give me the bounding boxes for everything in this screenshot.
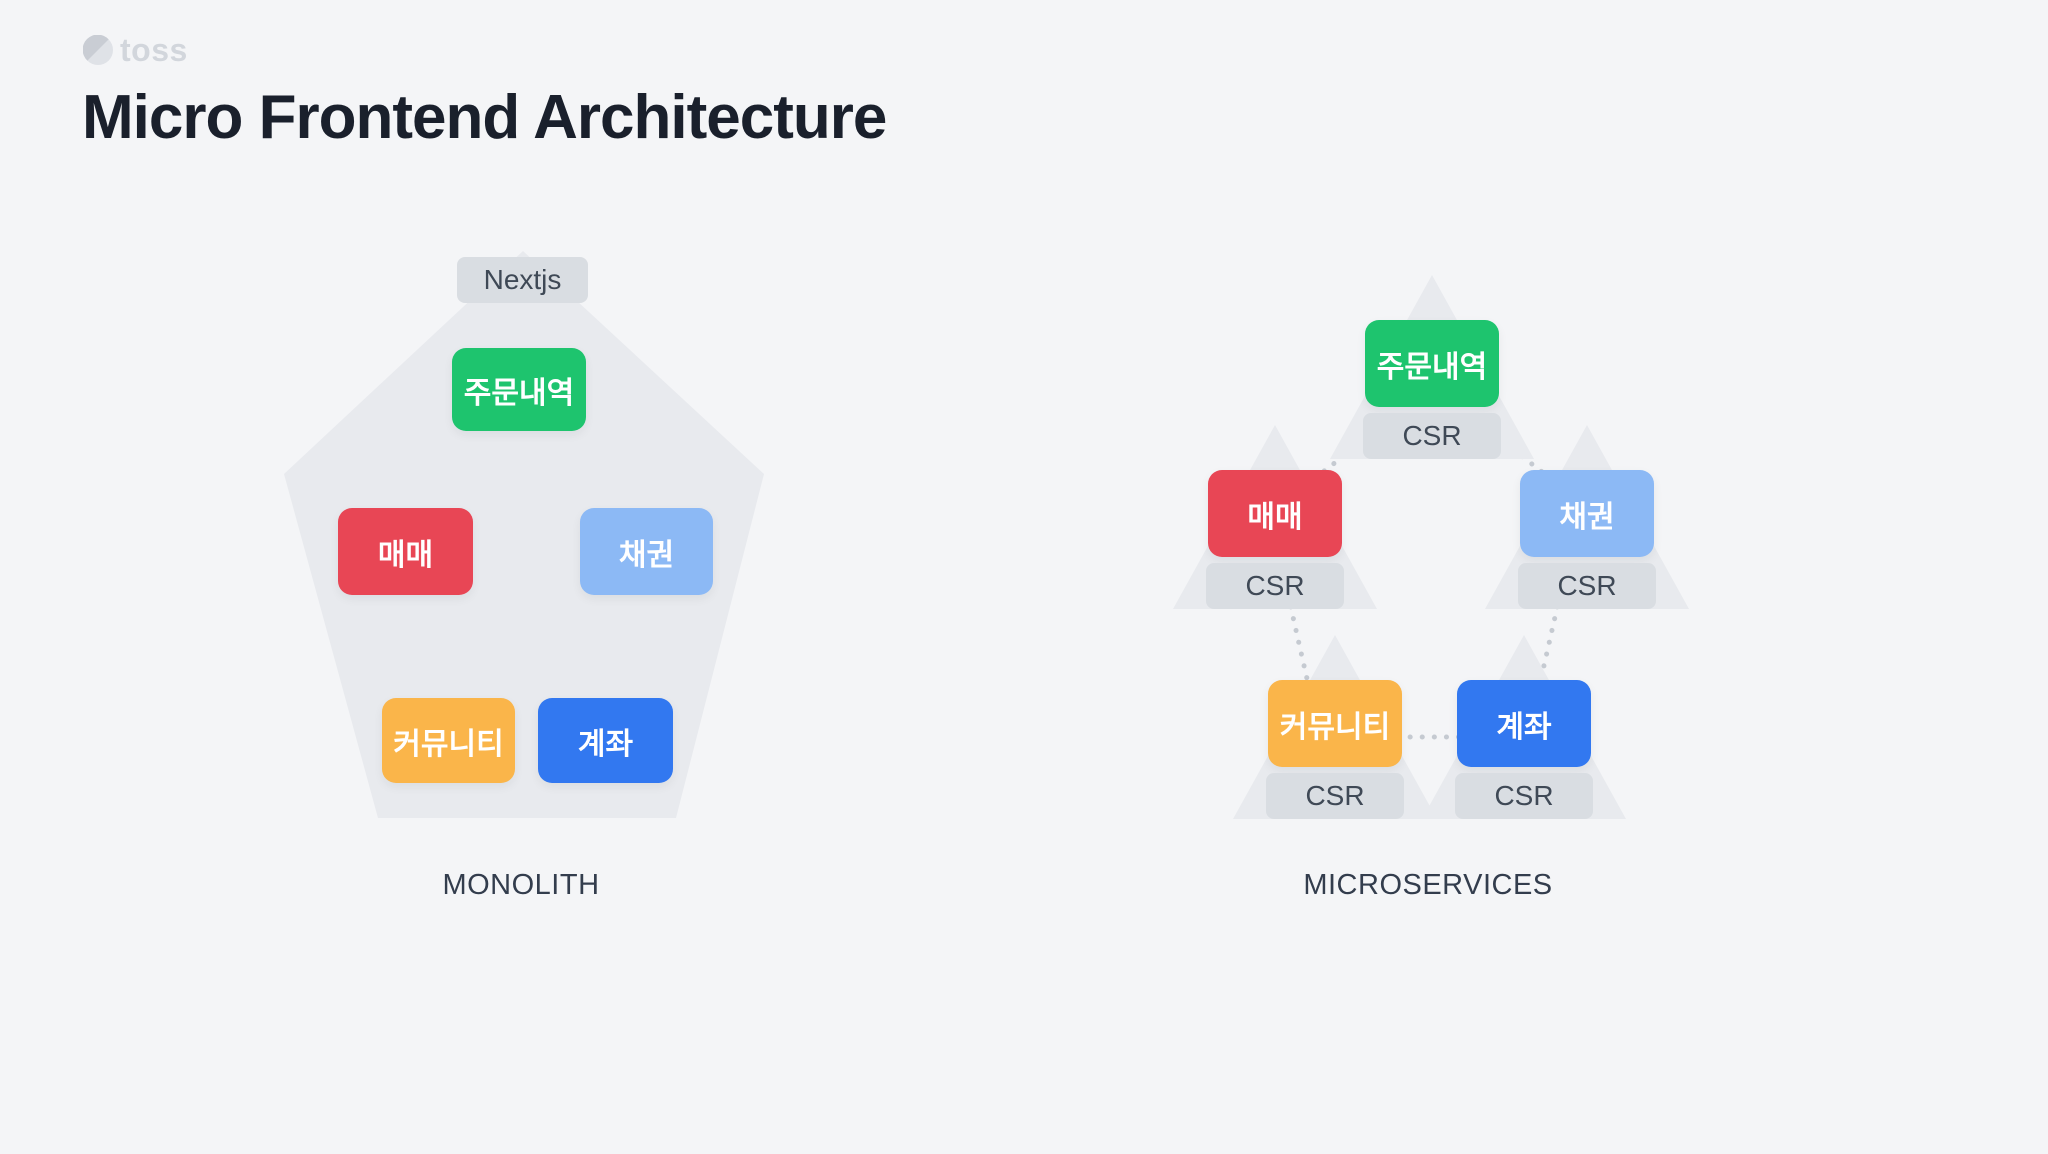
service-module-community: 커뮤니티 [1268, 680, 1402, 767]
page-title: Micro Frontend Architecture [82, 83, 887, 152]
link-trading-community [1285, 592, 1313, 695]
toss-logo-text: toss [120, 32, 188, 68]
toss-logo-icon [83, 35, 113, 65]
microservices-caption: MICROSERVICES [1303, 869, 1553, 901]
monolith-module-trading: 매매 [338, 508, 473, 595]
monolith-module-account: 계좌 [538, 698, 673, 783]
service-house-orders: 주문내역 CSR [1363, 320, 1501, 459]
service-module-bonds: 채권 [1520, 470, 1654, 557]
service-house-bonds: 채권 CSR [1518, 470, 1656, 609]
service-csr-badge-account: CSR [1455, 773, 1593, 819]
service-house-community: 커뮤니티 CSR [1266, 680, 1404, 819]
service-module-trading: 매매 [1208, 470, 1342, 557]
service-house-account: 계좌 CSR [1455, 680, 1593, 819]
monolith-module-orders: 주문내역 [452, 348, 586, 431]
service-module-account: 계좌 [1457, 680, 1591, 767]
service-csr-badge-trading: CSR [1206, 563, 1344, 609]
monolith-caption: MONOLITH [442, 869, 600, 901]
service-csr-badge-orders: CSR [1363, 413, 1501, 459]
service-house-trading: 매매 CSR [1206, 470, 1344, 609]
nextjs-badge: Nextjs [457, 257, 588, 303]
monolith-module-community: 커뮤니티 [382, 698, 515, 783]
service-csr-badge-community: CSR [1266, 773, 1404, 819]
service-csr-badge-bonds: CSR [1518, 563, 1656, 609]
toss-logo: toss [83, 34, 188, 66]
monolith-module-bonds: 채권 [580, 508, 713, 595]
service-module-orders: 주문내역 [1365, 320, 1499, 407]
monolith-pentagon-shape [284, 251, 764, 818]
